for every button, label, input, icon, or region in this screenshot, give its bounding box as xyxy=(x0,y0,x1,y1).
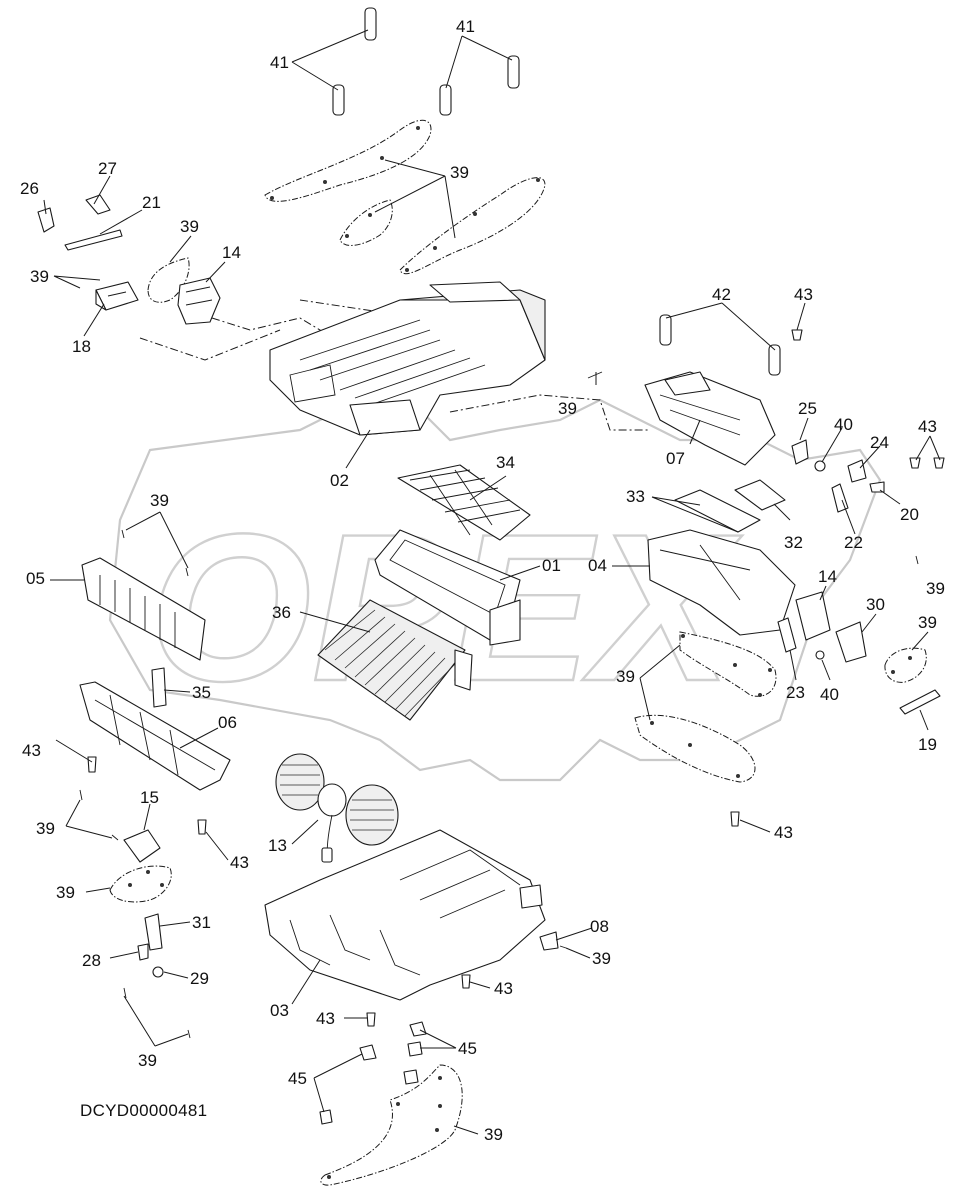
callout-39: 39 xyxy=(918,613,937,632)
assembly-line-b xyxy=(139,329,281,361)
part-35 xyxy=(151,667,167,708)
callout-41: 41 xyxy=(456,17,475,36)
housing-07 xyxy=(644,371,776,466)
filter-34 xyxy=(397,464,531,541)
panel-05 xyxy=(81,557,206,661)
callout-06: 06 xyxy=(218,713,237,732)
callout-39: 39 xyxy=(558,399,577,418)
pad-39-bottom xyxy=(320,1064,463,1186)
plates-32-33 xyxy=(674,479,786,533)
callout-39: 39 xyxy=(484,1125,503,1144)
callout-21: 21 xyxy=(142,193,161,212)
callout-02: 02 xyxy=(330,471,349,490)
part-08 xyxy=(539,931,559,951)
callout-43: 43 xyxy=(494,979,513,998)
callout-04: 04 xyxy=(588,556,607,575)
callout-08: 08 xyxy=(590,917,609,936)
screw-39-right xyxy=(587,371,603,379)
pad-39-upper xyxy=(264,120,546,275)
callout-07: 07 xyxy=(666,449,685,468)
callout-43: 43 xyxy=(230,853,249,872)
callout-26: 26 xyxy=(20,179,39,198)
callout-35: 35 xyxy=(192,683,211,702)
callout-19: 19 xyxy=(918,735,937,754)
actuator-14-upper xyxy=(147,257,221,325)
callout-39: 39 xyxy=(592,949,611,968)
callout-39: 39 xyxy=(450,163,469,182)
clips-45 xyxy=(319,1021,427,1125)
callout-43: 43 xyxy=(918,417,937,436)
evaporator-36 xyxy=(317,599,473,721)
callout-39: 39 xyxy=(138,1051,157,1070)
frame-06 xyxy=(79,681,231,791)
pad-39-right xyxy=(634,631,927,783)
callout-14: 14 xyxy=(222,243,241,262)
bracket-18 xyxy=(95,281,139,311)
callout-39: 39 xyxy=(150,491,169,510)
rod-42 xyxy=(659,314,781,376)
callout-14: 14 xyxy=(818,567,837,586)
callout-22: 22 xyxy=(844,533,863,552)
callout-45: 45 xyxy=(288,1069,307,1088)
callout-25: 25 xyxy=(798,399,817,418)
callout-40: 40 xyxy=(834,415,853,434)
callout-labels: 41 41 39 27 26 21 39 14 39 18 42 43 39 2… xyxy=(20,17,945,1144)
blower-13 xyxy=(275,753,399,863)
callout-43: 43 xyxy=(794,285,813,304)
callout-43: 43 xyxy=(22,741,41,760)
callout-20: 20 xyxy=(900,505,919,524)
callout-42: 42 xyxy=(712,285,731,304)
callout-40: 40 xyxy=(820,685,839,704)
rod-41 xyxy=(332,7,520,116)
callout-29: 29 xyxy=(190,969,209,988)
drawing-code: DCYD00000481 xyxy=(80,1101,207,1120)
callout-45: 45 xyxy=(458,1039,477,1058)
assembly-line-c xyxy=(299,299,381,313)
callout-39: 39 xyxy=(30,267,49,286)
callout-36: 36 xyxy=(272,603,291,622)
callout-24: 24 xyxy=(870,433,889,452)
callout-39: 39 xyxy=(926,579,945,598)
callout-32: 32 xyxy=(784,533,803,552)
callout-27: 27 xyxy=(98,159,117,178)
callout-28: 28 xyxy=(82,951,101,970)
callout-34: 34 xyxy=(496,453,515,472)
lower-housing-03 xyxy=(264,829,546,1001)
callout-39: 39 xyxy=(56,883,75,902)
clips-43 xyxy=(87,329,945,1027)
actuator-15 xyxy=(123,829,161,863)
callout-13: 13 xyxy=(268,836,287,855)
strip-19 xyxy=(899,689,941,715)
pad-39-left-bottom xyxy=(109,865,172,903)
callout-31: 31 xyxy=(192,913,211,932)
screws-39-bottom xyxy=(79,529,919,1039)
actuator-14-lower xyxy=(777,591,867,663)
callout-39: 39 xyxy=(616,667,635,686)
callout-03: 03 xyxy=(270,1001,289,1020)
callout-39: 39 xyxy=(180,217,199,236)
callout-43: 43 xyxy=(774,823,793,842)
parts-28-29-31 xyxy=(137,913,164,978)
leader-lines xyxy=(43,29,941,1135)
callout-18: 18 xyxy=(72,337,91,356)
heater-core-01 xyxy=(374,529,521,646)
callout-23: 23 xyxy=(786,683,805,702)
assembly-line-d xyxy=(449,394,650,431)
callout-05: 05 xyxy=(26,569,45,588)
callout-30: 30 xyxy=(866,595,885,614)
callout-33: 33 xyxy=(626,487,645,506)
assembly-line-a xyxy=(211,317,331,337)
callout-01: 01 xyxy=(542,556,561,575)
callout-43: 43 xyxy=(316,1009,335,1028)
callout-15: 15 xyxy=(140,788,159,807)
callout-41: 41 xyxy=(270,53,289,72)
parts-26-27-21 xyxy=(37,194,123,251)
callout-39: 39 xyxy=(36,819,55,838)
upper-housing-02 xyxy=(269,281,546,436)
